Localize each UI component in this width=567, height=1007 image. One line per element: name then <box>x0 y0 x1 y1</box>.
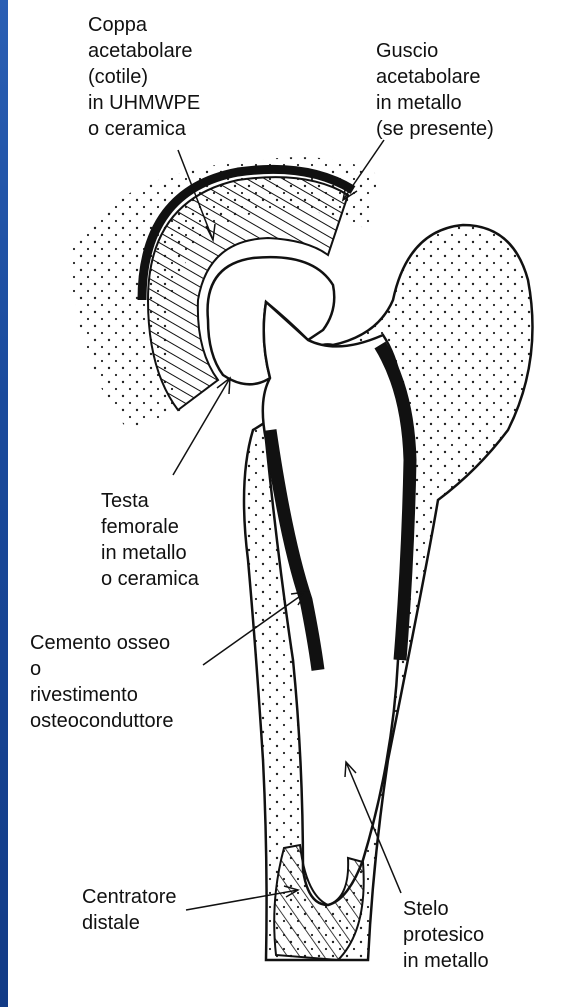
label-guscio-acetabolare: Guscio acetabolare in metallo (se presen… <box>376 38 494 142</box>
label-centratore-distale: Centratore distale <box>82 884 177 936</box>
diagram-panel: Coppa acetabolare (cotile) in UHMWPE o c… <box>8 0 567 1007</box>
label-coppa-acetabolare: Coppa acetabolare (cotile) in UHMWPE o c… <box>88 12 200 142</box>
label-stelo-protesico: Stelo protesico in metallo <box>403 896 489 974</box>
hip-prosthesis-diagram <box>8 0 567 1007</box>
label-cemento-osseo: Cemento osseo o rivestimento osteocondut… <box>30 630 173 734</box>
label-testa-femorale: Testa femorale in metallo o ceramica <box>101 488 199 592</box>
